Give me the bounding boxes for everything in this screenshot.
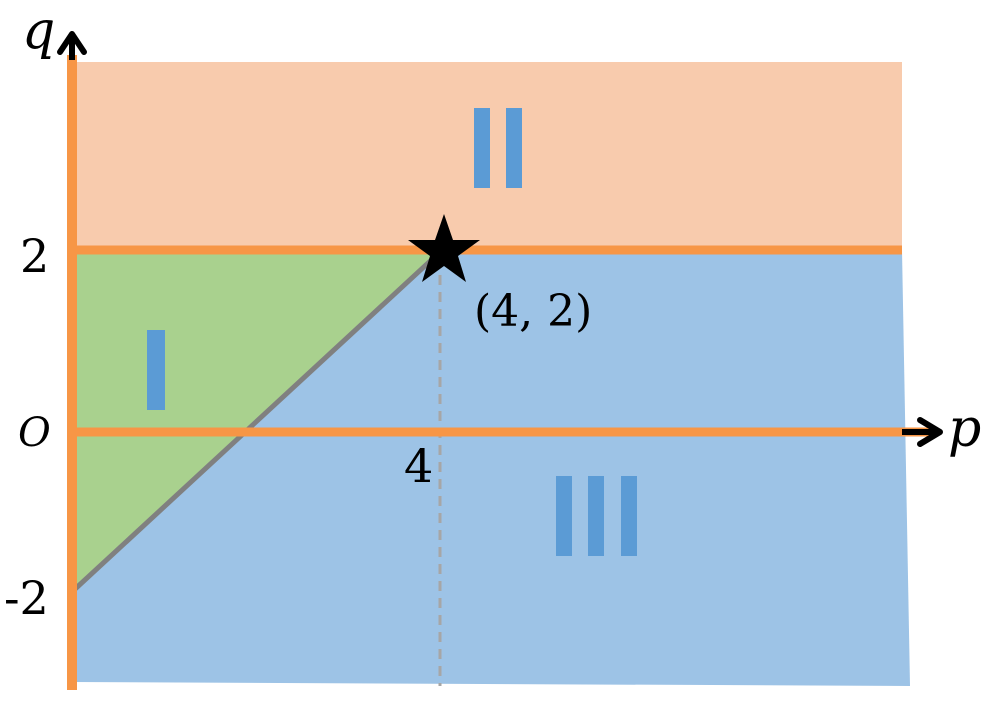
numeral-ii-bar-1 xyxy=(474,108,490,188)
q-axis-arrow xyxy=(57,31,87,55)
p-axis-label: p xyxy=(948,399,981,459)
tick-q-neg2: -2 xyxy=(4,571,49,625)
numeral-iii-bar-3 xyxy=(621,476,637,556)
numeral-i-bar xyxy=(147,330,165,410)
tick-p-4: 4 xyxy=(404,439,433,493)
tick-q-2: 2 xyxy=(20,229,49,283)
numeral-ii-bar-2 xyxy=(506,108,522,188)
point-label: (4, 2) xyxy=(474,286,592,337)
origin-label: O xyxy=(18,410,51,456)
p-axis-arrow xyxy=(917,417,943,447)
boundary-line xyxy=(72,250,442,592)
numeral-iii-bar-2 xyxy=(588,476,604,556)
numeral-iii-bar-1 xyxy=(556,476,572,556)
q-axis-label: q xyxy=(22,1,55,61)
star-marker xyxy=(408,214,480,282)
